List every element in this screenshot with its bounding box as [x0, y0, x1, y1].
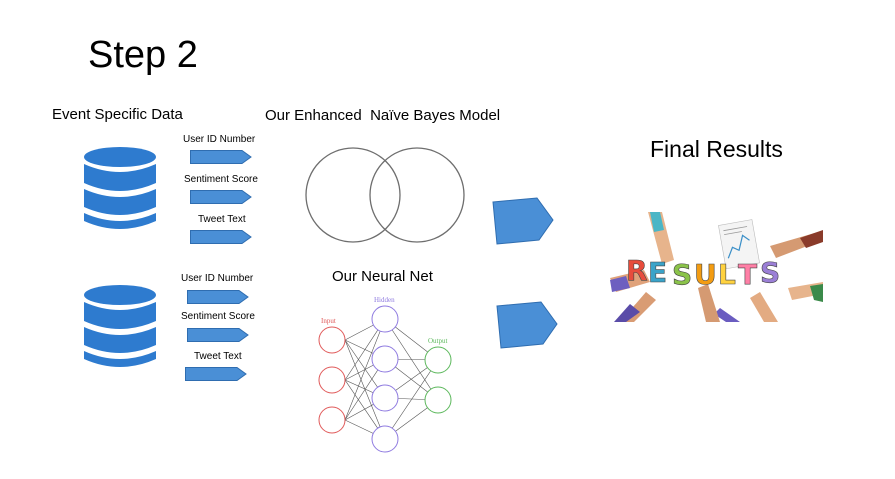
output-node: [424, 386, 452, 414]
database-icon: [81, 285, 159, 371]
results-letter: E: [648, 256, 667, 289]
input-node: [318, 326, 346, 354]
naive-bayes-header: Our Enhanced Naïve Bayes Model: [265, 107, 501, 124]
input-node: [318, 406, 346, 434]
feature-label-tweet-text: Tweet Text: [194, 351, 242, 362]
results-letter: R: [626, 254, 648, 287]
neural-net-header: Our Neural Net: [332, 268, 433, 285]
hidden-node: [371, 425, 399, 453]
feature-label-sentiment: Sentiment Score: [181, 311, 255, 322]
results-letter: L: [718, 258, 736, 291]
neural-network-diagram: Input Hidden Output: [310, 292, 460, 457]
hidden-layer-label: Hidden: [374, 296, 395, 304]
feature-label-sentiment: Sentiment Score: [184, 174, 258, 185]
output-node: [424, 346, 452, 374]
feature-label-user-id: User ID Number: [183, 134, 256, 145]
results-letter: S: [672, 258, 692, 291]
right-arrow-icon: [185, 367, 247, 381]
results-letter: S: [760, 256, 780, 289]
page-title: Step 2: [88, 34, 198, 76]
results-image: R E S U L T S: [610, 212, 823, 322]
results-letter: T: [738, 258, 757, 291]
input-node: [318, 366, 346, 394]
event-data-header: Event Specific Data: [52, 106, 183, 123]
right-arrow-icon: [190, 230, 252, 244]
right-arrow-icon: [187, 328, 249, 342]
feature-label-user-id: User ID Number: [181, 273, 254, 284]
output-layer-label: Output: [428, 337, 448, 345]
right-arrow-icon: [495, 301, 559, 350]
right-arrow-icon: [190, 150, 252, 164]
venn-diagram-icon: [305, 145, 467, 245]
feature-label-tweet-text: Tweet Text: [198, 214, 246, 225]
final-results-header: Final Results: [650, 136, 783, 162]
hidden-node: [371, 345, 399, 373]
hidden-node: [371, 384, 399, 412]
right-arrow-icon: [190, 190, 252, 204]
database-icon: [81, 147, 159, 233]
right-arrow-icon: [187, 290, 249, 304]
results-letter: U: [694, 258, 717, 291]
right-arrow-icon: [491, 197, 555, 246]
hidden-node: [371, 305, 399, 333]
input-layer-label: Input: [321, 317, 336, 325]
